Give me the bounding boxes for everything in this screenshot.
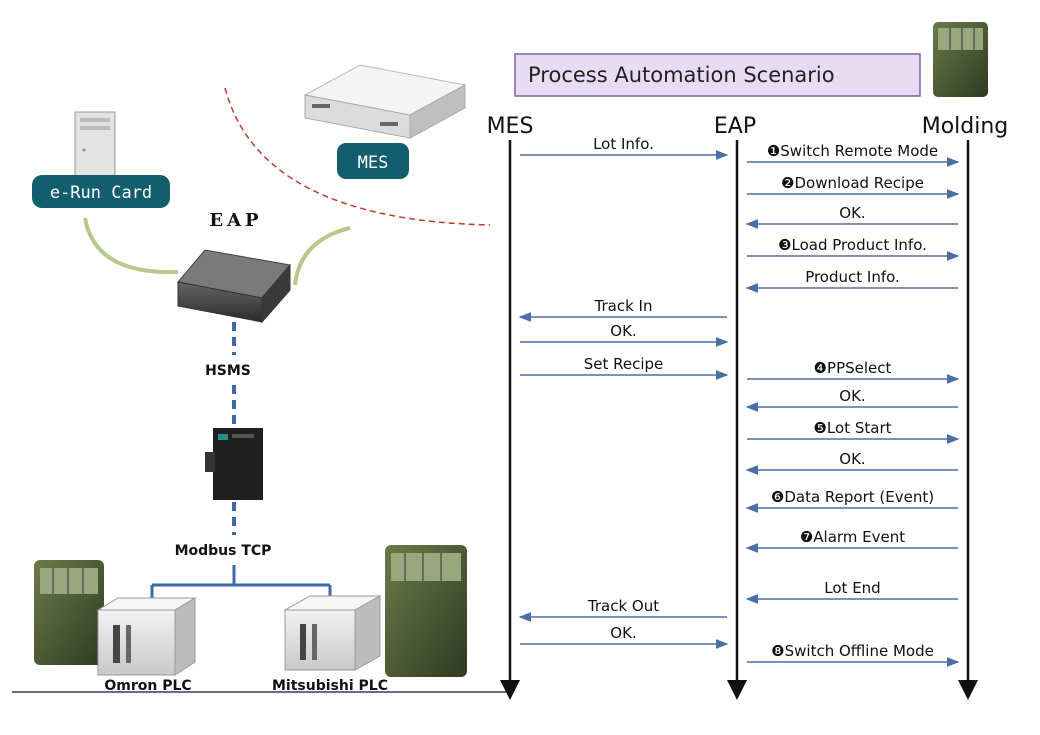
mitsubishi-plc-icon xyxy=(283,595,382,671)
modbus-label: Modbus TCP xyxy=(175,543,272,559)
eap-device-icon xyxy=(177,249,291,324)
message-list: Lot Info. ❶Switch Remote Mode ❷Download Re… xyxy=(518,135,960,667)
erun-eap-link xyxy=(83,217,179,275)
erun-card-chip xyxy=(32,175,170,208)
molding-machine-icon xyxy=(34,560,104,665)
molding-machine-icon xyxy=(385,545,467,677)
lifeline-eap-label: EAP xyxy=(714,114,756,139)
title-box xyxy=(514,53,921,97)
mes-box-chip xyxy=(337,143,409,179)
message-label: ❶Switch Remote Mode xyxy=(767,142,938,160)
message-label: ❻Data Report (Event) xyxy=(771,488,934,506)
lifeline-mes-label: MES xyxy=(487,114,534,139)
server-tower-icon xyxy=(74,111,116,178)
mes-server-icon xyxy=(303,64,467,139)
hsms-label: HSMS xyxy=(205,363,251,379)
message-label: ❷Download Recipe xyxy=(781,174,924,192)
message-label: Track In xyxy=(594,297,653,315)
mitsubishi-label: Mitsubishi PLC xyxy=(272,678,388,694)
message-label: OK. xyxy=(839,204,865,222)
message-label: Product Info. xyxy=(805,268,900,286)
lifeline-molding-label: Molding xyxy=(922,114,1009,139)
modbus-gateway-icon xyxy=(205,428,263,500)
message-label: ❺Lot Start xyxy=(813,419,891,437)
message-label: ❸Load Product Info. xyxy=(778,236,927,254)
eap-mes-link xyxy=(293,226,351,286)
message-label: ❼Alarm Event xyxy=(800,528,905,546)
message-label: Lot Info. xyxy=(593,135,654,153)
message-label: Lot End xyxy=(824,579,880,597)
message-label: OK. xyxy=(839,387,865,405)
omron-plc-icon xyxy=(96,597,197,676)
erun-card-label: e-Run Card xyxy=(50,183,152,203)
network-boundary-arc xyxy=(224,87,491,226)
omron-label: Omron PLC xyxy=(104,678,191,694)
molding-machine-icon xyxy=(933,22,988,97)
diagram-title: Process Automation Scenario xyxy=(528,63,835,87)
message-label: ❽Switch Offline Mode xyxy=(771,642,934,660)
message-label: ❹PPSelect xyxy=(814,359,892,377)
eap-title: EAP xyxy=(209,210,262,231)
message-label: OK. xyxy=(610,322,636,340)
message-label: OK. xyxy=(839,450,865,468)
message-label: Track Out xyxy=(587,597,659,615)
message-label: OK. xyxy=(610,624,636,642)
mes-box-label: MES xyxy=(358,153,389,173)
message-label: Set Recipe xyxy=(584,355,664,373)
